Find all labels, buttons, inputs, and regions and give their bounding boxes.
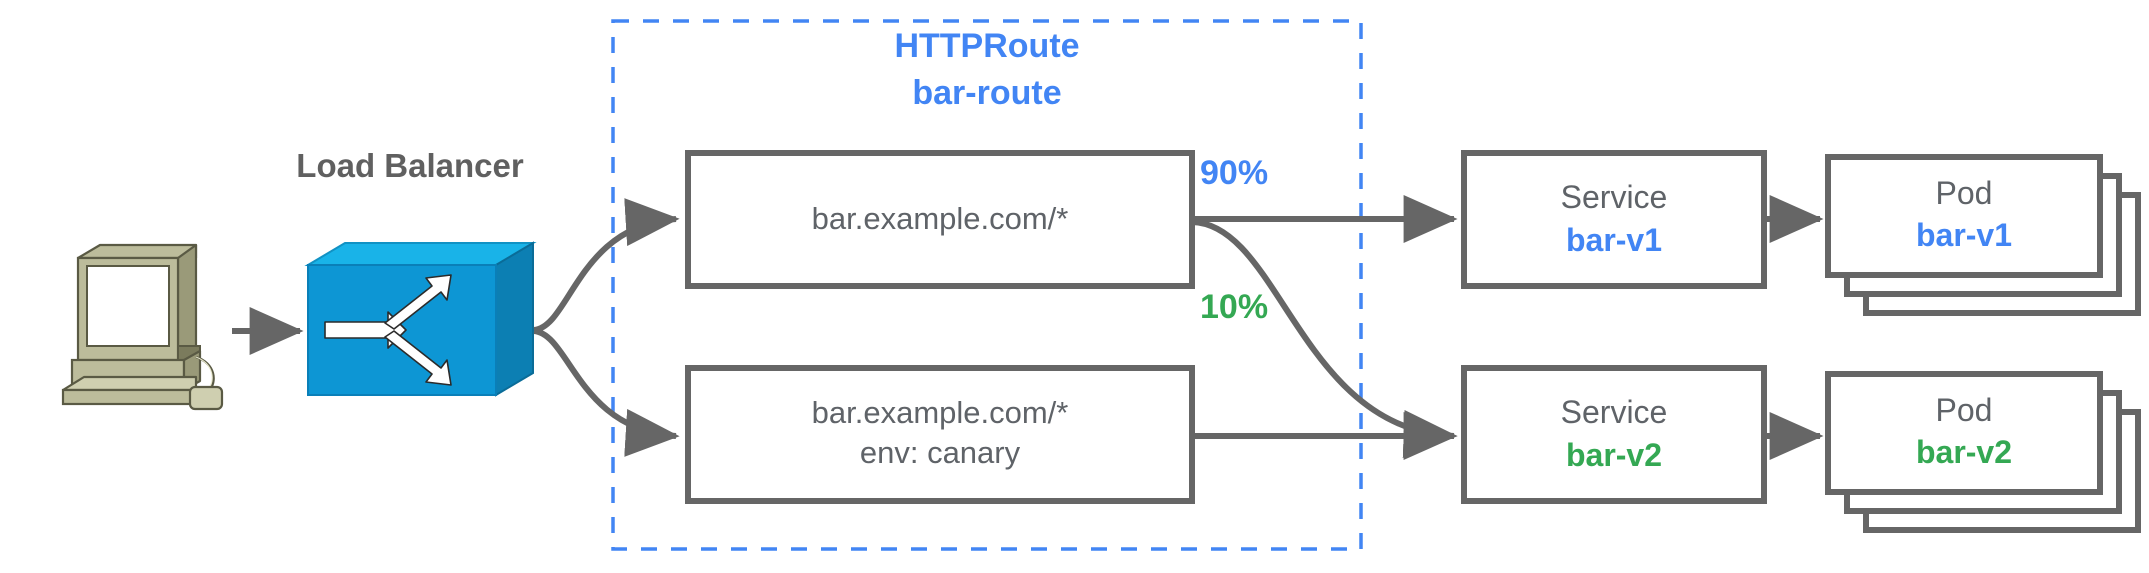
arrow-10-percent — [1191, 219, 1458, 458]
network-switch-icon — [304, 241, 537, 397]
pod-stack-bar-v1 — [1825, 154, 2141, 316]
service-box-bar-v1 — [1461, 150, 1767, 289]
service-box-bar-v2 — [1461, 365, 1767, 504]
rule-box-canary — [685, 365, 1195, 504]
rule-box-primary — [685, 150, 1195, 289]
desktop-computer-icon — [61, 243, 224, 411]
pod-replica-front — [1825, 371, 2103, 495]
arrow-lb-to-rule-canary — [533, 328, 680, 457]
pod-stack-bar-v2 — [1825, 371, 2141, 533]
pod-replica-front — [1825, 154, 2103, 278]
arrow-lb-to-rule-primary — [533, 198, 680, 333]
httproute-boundary — [611, 19, 1363, 551]
